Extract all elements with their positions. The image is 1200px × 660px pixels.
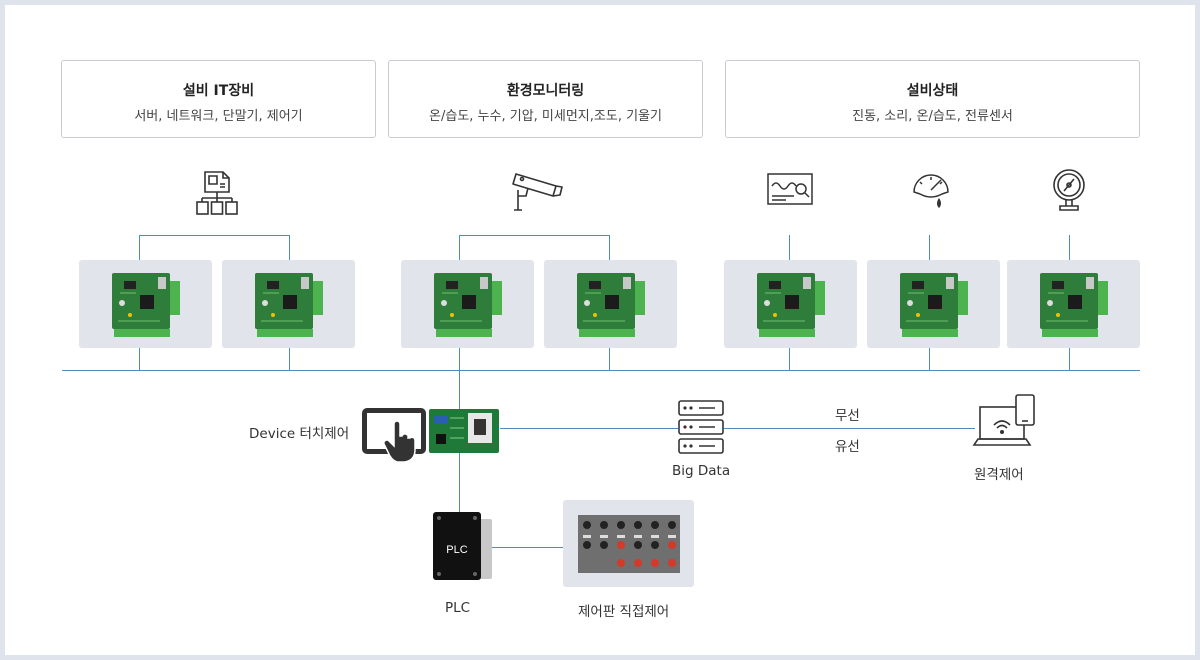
category-title: 설비 IT장비: [182, 83, 255, 99]
cctv-camera-icon: [512, 173, 563, 211]
manometer-icon: [1053, 169, 1085, 211]
bracket-it: [139, 235, 290, 260]
vibration-monitor-icon: [767, 173, 813, 205]
device-touch-label: Device 터치제어: [249, 426, 350, 442]
category-equipment-status: 설비상태 진동, 소리, 온/습도, 전류센서: [725, 60, 1140, 138]
plc-label: PLC: [445, 600, 471, 616]
pressure-gauge-icon: [913, 174, 949, 208]
remote-laptop-phone-icon: [972, 394, 1035, 446]
controller-board: [577, 273, 645, 337]
category-it-equipment: 설비 IT장비 서버, 네트워크, 단말기, 제어기: [61, 60, 376, 138]
controller-board: [757, 273, 825, 337]
big-data-label: Big Data: [672, 463, 731, 479]
remote-control-label: 원격제어: [974, 467, 1024, 483]
controller-board-card: [222, 260, 355, 348]
controller-board-card: [544, 260, 677, 348]
controller-board: [900, 273, 968, 337]
wired-label: 유선: [835, 439, 860, 455]
controller-board: [1040, 273, 1108, 337]
category-subtitle: 진동, 소리, 온/습도, 전류센서: [852, 109, 1013, 124]
control-panel-icon: [578, 515, 680, 573]
category-title: 환경모니터링: [506, 83, 585, 99]
big-data-server-icon: [678, 400, 724, 454]
plc-chip-label: PLC: [446, 544, 467, 556]
bracket-env: [459, 235, 610, 260]
controller-board-card: [79, 260, 212, 348]
controller-board: [434, 273, 502, 337]
controller-board-card: [867, 260, 1000, 348]
control-panel-card: [563, 500, 694, 587]
wireless-label: 무선: [835, 408, 860, 424]
main-controller-board: [429, 409, 499, 453]
network-docs-icon: [196, 171, 238, 215]
category-title: 설비상태: [906, 83, 959, 99]
controller-board-card: [401, 260, 534, 348]
controller-board-card: [1007, 260, 1140, 348]
controller-board-card: [724, 260, 857, 348]
panel-control-label: 제어판 직접제어: [578, 604, 670, 620]
category-subtitle: 온/습도, 누수, 기압, 미세먼지,조도, 기울기: [429, 109, 662, 124]
touch-tablet-icon: [362, 408, 426, 463]
plc-device: PLC: [433, 512, 492, 580]
controller-board: [112, 273, 180, 337]
category-environment-monitoring: 환경모니터링 온/습도, 누수, 기압, 미세먼지,조도, 기울기: [388, 60, 703, 138]
category-subtitle: 서버, 네트워크, 단말기, 제어기: [134, 109, 303, 124]
controller-board: [255, 273, 323, 337]
